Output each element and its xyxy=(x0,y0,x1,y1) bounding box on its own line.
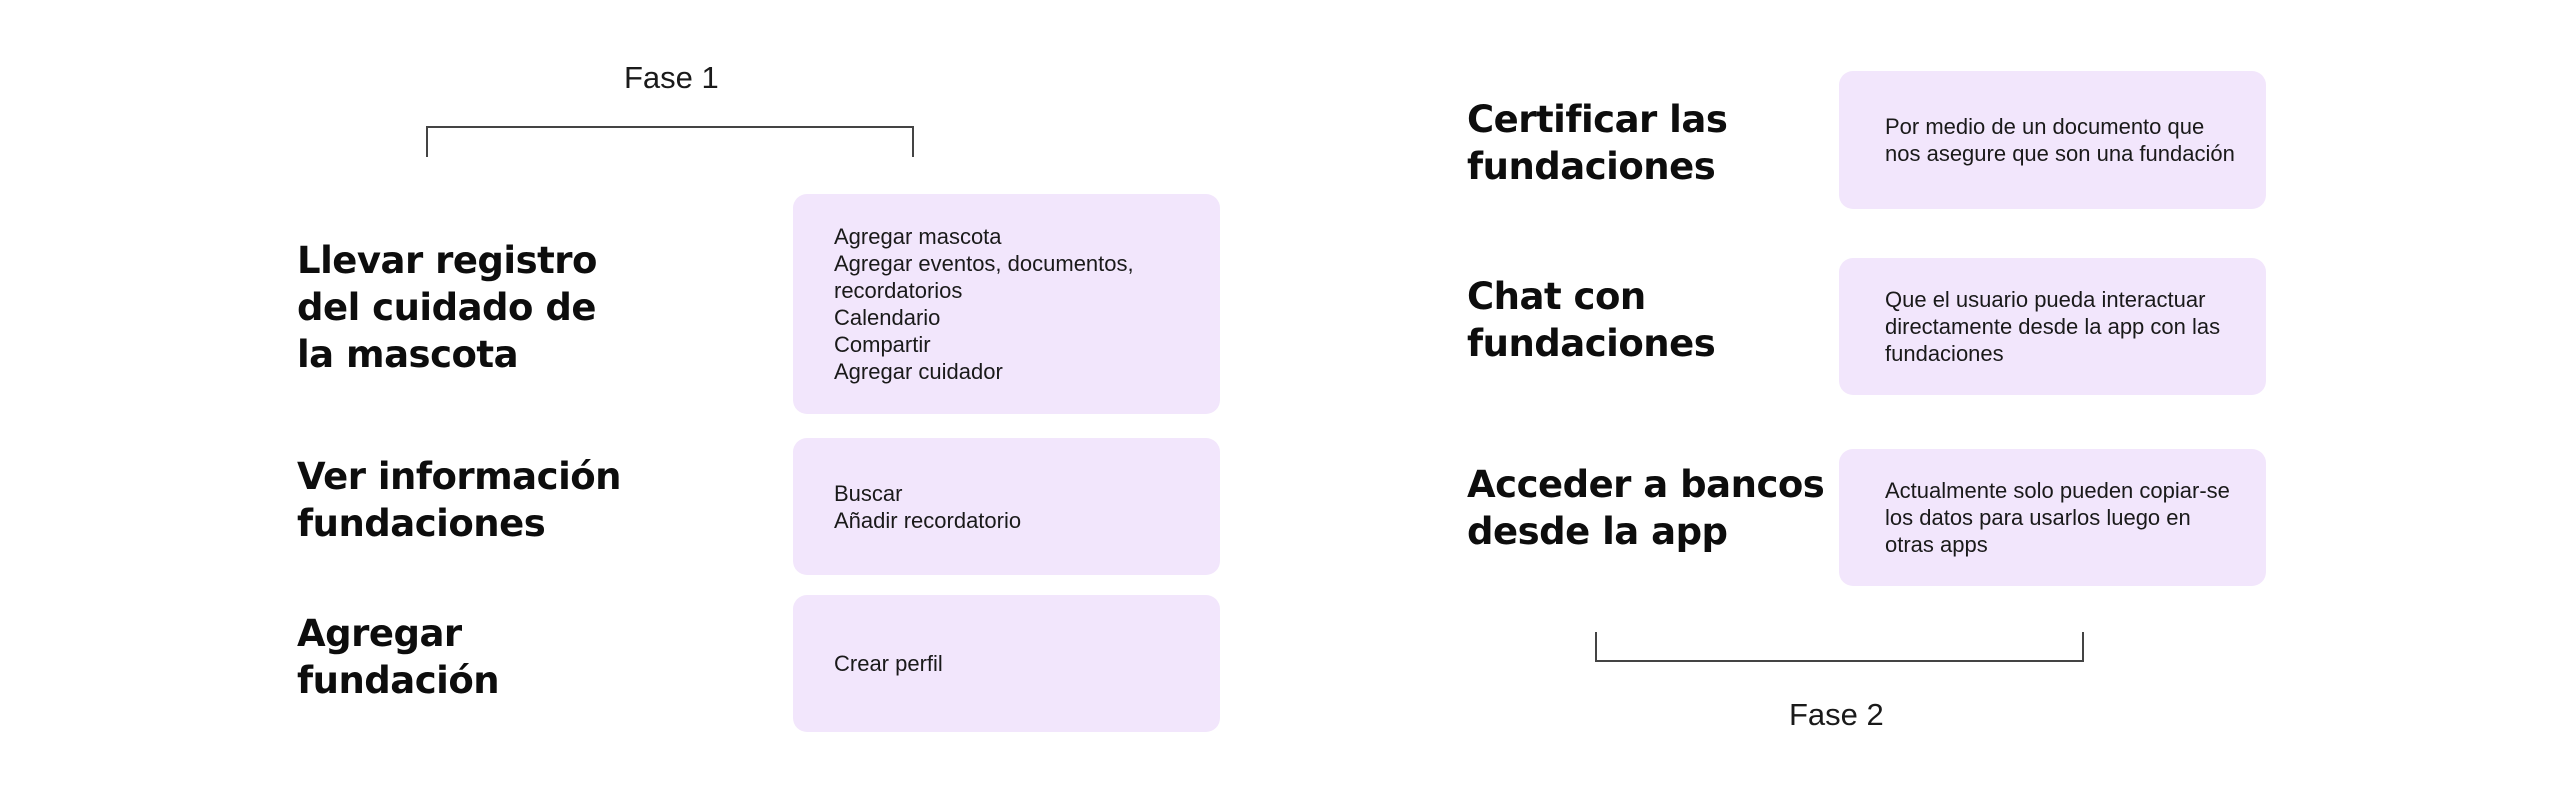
card-item-share: Compartir xyxy=(834,332,931,357)
feature-card-bank-access: Actualmente solo pueden copiar-se los da… xyxy=(1839,449,2266,586)
feature-title-bank-access: Acceder a bancos desde la app xyxy=(1467,463,1825,553)
card-item-add-caregiver: Agregar cuidador xyxy=(834,359,1003,384)
feature-card-pet-care-record: Agregar mascota Agregar eventos, documen… xyxy=(793,194,1220,414)
card-item-add-reminder: Añadir recordatorio xyxy=(834,507,1022,533)
card-item-calendar: Calendario xyxy=(834,305,941,330)
phase-2-label: Fase 2 xyxy=(1789,697,1884,732)
feature-title-add-foundation: Agregar fundación xyxy=(297,612,500,702)
feature-card-chat-foundations: Que el usuario pueda interactuar directa… xyxy=(1839,258,2266,395)
card-description-certify: Por medio de un documento que nos asegur… xyxy=(1885,114,2235,166)
feature-title-foundation-info: Ver información fundaciones xyxy=(297,455,622,545)
feature-title-certify-foundations: Certificar las fundaciones xyxy=(1467,98,1728,188)
card-description-bank-access: Actualmente solo pueden copiar-se los da… xyxy=(1885,478,2230,557)
card-item-reminders: recordatorios xyxy=(834,278,963,303)
feature-card-add-foundation: Crear perfil xyxy=(793,595,1220,732)
card-item-add-pet: Agregar mascota xyxy=(834,224,1002,249)
feature-title-chat-foundations: Chat con fundaciones xyxy=(1467,275,1716,365)
card-item-add-events-documents: Agregar eventos, documentos, xyxy=(834,251,1134,276)
card-item-search: Buscar xyxy=(834,480,903,506)
phase-2-bracket xyxy=(1595,632,2084,662)
card-description-chat: Que el usuario pueda interactuar directa… xyxy=(1885,287,2221,366)
feature-card-foundation-info: Buscar Añadir recordatorio xyxy=(793,438,1220,575)
phase-1-label: Fase 1 xyxy=(624,60,719,95)
card-item-create-profile: Crear perfil xyxy=(834,651,943,676)
phase-1-bracket xyxy=(426,126,914,157)
feature-title-pet-care-record: Llevar registro del cuidado de la mascot… xyxy=(297,239,597,376)
feature-card-certify-foundations: Por medio de un documento que nos asegur… xyxy=(1839,71,2266,209)
